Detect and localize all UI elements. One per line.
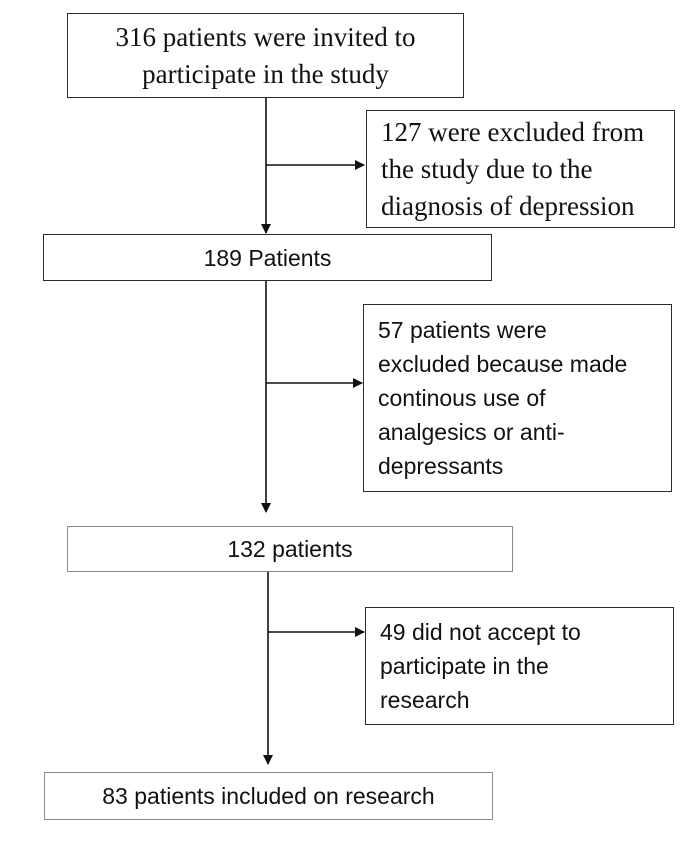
step4-box: 83 patients included on research (44, 772, 493, 820)
step1-box: 316 patients were invited to participate… (67, 13, 464, 98)
exclusion3-box: 49 did not accept to participate in the … (365, 607, 674, 725)
exclusion3-text: 49 did not accept to participate in the … (380, 619, 581, 713)
step4-text: 83 patients included on research (102, 783, 435, 809)
step3-box: 132 patients (67, 526, 513, 572)
exclusion2-text: 57 patients were excluded because made c… (378, 317, 628, 479)
step3-text: 132 patients (227, 536, 353, 562)
exclusion1-box: 127 were excluded from the study due to … (366, 110, 675, 228)
step2-box: 189 Patients (43, 234, 492, 281)
exclusion2-box: 57 patients were excluded because made c… (363, 304, 672, 492)
step1-text: 316 patients were invited to participate… (115, 21, 416, 89)
step2-text: 189 Patients (203, 244, 332, 271)
exclusion1-text: 127 were excluded from the study due to … (381, 116, 645, 221)
